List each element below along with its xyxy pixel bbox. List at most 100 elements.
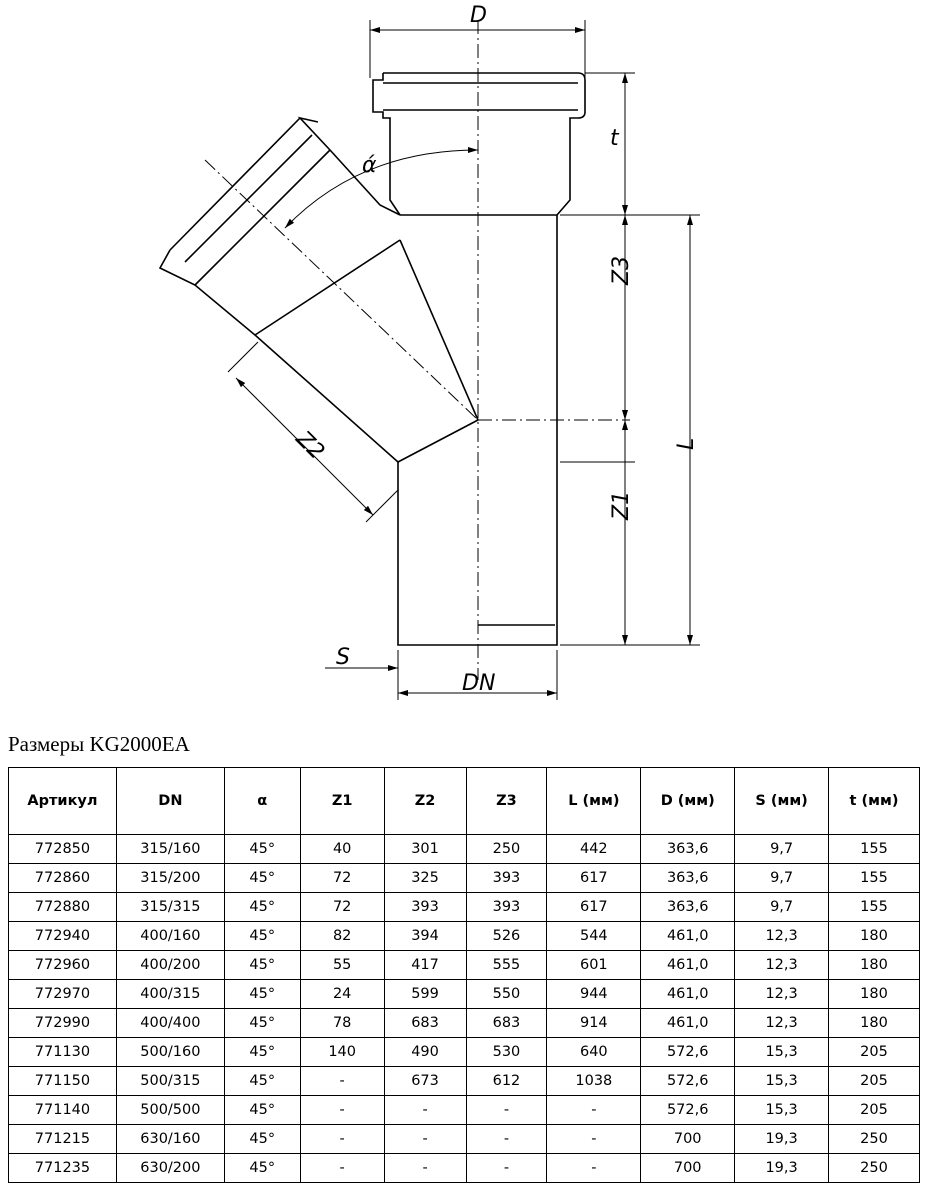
table-cell: 72	[299, 892, 385, 922]
table-cell: 9,7	[734, 892, 830, 922]
table-cell: 630/160	[115, 1124, 225, 1154]
table-cell: 599	[383, 979, 467, 1009]
table-cell: -	[299, 1153, 385, 1183]
table-cell: 45°	[223, 892, 301, 922]
table-cell: 442	[546, 834, 642, 864]
table-cell: 301	[383, 834, 467, 864]
column-header: Z3	[465, 767, 548, 835]
table-cell: 45°	[223, 1008, 301, 1038]
table-cell: 914	[546, 1008, 642, 1038]
table-cell: 205	[828, 1095, 920, 1125]
table-cell: 683	[465, 1008, 548, 1038]
column-header: D (мм)	[640, 767, 736, 835]
table-cell: 82	[299, 921, 385, 951]
table-cell: 205	[828, 1066, 920, 1096]
table-cell: -	[465, 1153, 548, 1183]
table-cell: 772990	[8, 1008, 117, 1038]
label-s: S	[336, 645, 350, 670]
table-cell: 45°	[223, 1153, 301, 1183]
table-cell: 45°	[223, 1095, 301, 1125]
column-header: Z2	[383, 767, 467, 835]
column-header: Z1	[299, 767, 385, 835]
table-title: Размеры KG2000EA	[8, 732, 190, 756]
table-cell: 45°	[223, 863, 301, 893]
table-cell: 400/400	[115, 1008, 225, 1038]
table-cell: 205	[828, 1037, 920, 1067]
table-cell: 400/315	[115, 979, 225, 1009]
table-cell: 500/500	[115, 1095, 225, 1125]
column-header: t (мм)	[828, 767, 920, 835]
table-cell: 944	[546, 979, 642, 1009]
table-cell: 500/315	[115, 1066, 225, 1096]
table-cell: 325	[383, 863, 467, 893]
table-cell: 12,3	[734, 921, 830, 951]
table-cell: 771150	[8, 1066, 117, 1096]
table-cell: 640	[546, 1037, 642, 1067]
table-cell: -	[465, 1124, 548, 1154]
table-cell: 601	[546, 950, 642, 980]
table-cell: 772850	[8, 834, 117, 864]
table-cell: 461,0	[640, 1008, 736, 1038]
column-header: α	[223, 767, 301, 835]
table-cell: 155	[828, 834, 920, 864]
table-cell: 40	[299, 834, 385, 864]
label-t: t	[610, 126, 620, 151]
table-cell: 617	[546, 863, 642, 893]
table-cell: 772960	[8, 950, 117, 980]
pipe-tee-drawing: D t Z3 L Z1 Z2 S DN ά	[158, 3, 700, 700]
table-cell: -	[299, 1124, 385, 1154]
table-cell: 461,0	[640, 921, 736, 951]
table-cell: 180	[828, 950, 920, 980]
table-cell: 12,3	[734, 950, 830, 980]
table-cell: 461,0	[640, 950, 736, 980]
table-cell: 250	[465, 834, 548, 864]
table-cell: 771235	[8, 1153, 117, 1183]
table-cell: 544	[546, 921, 642, 951]
table-cell: 140	[299, 1037, 385, 1067]
table-cell: 772860	[8, 863, 117, 893]
table-cell: 530	[465, 1037, 548, 1067]
label-d: D	[470, 3, 487, 28]
table-cell: 555	[465, 950, 548, 980]
table-cell: 12,3	[734, 979, 830, 1009]
label-z1: Z1	[609, 491, 634, 521]
table-cell: 683	[383, 1008, 467, 1038]
table-cell: 315/160	[115, 834, 225, 864]
label-z2: Z2	[290, 426, 329, 465]
table-cell: 9,7	[734, 834, 830, 864]
table-cell: 19,3	[734, 1124, 830, 1154]
table-cell: 315/315	[115, 892, 225, 922]
table-cell: 400/160	[115, 921, 225, 951]
table-cell: 393	[465, 892, 548, 922]
table-cell: 400/200	[115, 950, 225, 980]
table-cell: 363,6	[640, 863, 736, 893]
table-cell: 700	[640, 1124, 736, 1154]
table-cell: 45°	[223, 950, 301, 980]
column-header: S (мм)	[734, 767, 830, 835]
table-cell: 363,6	[640, 892, 736, 922]
table-cell: 617	[546, 892, 642, 922]
table-cell: -	[299, 1095, 385, 1125]
table-cell: -	[383, 1153, 467, 1183]
table-cell: 673	[383, 1066, 467, 1096]
table-cell: 393	[383, 892, 467, 922]
table-cell: 15,3	[734, 1095, 830, 1125]
table-cell: 72	[299, 863, 385, 893]
table-cell: 15,3	[734, 1066, 830, 1096]
table-cell: 417	[383, 950, 467, 980]
table-cell: 772940	[8, 921, 117, 951]
table-cell: -	[383, 1095, 467, 1125]
table-cell: 771130	[8, 1037, 117, 1067]
table-cell: -	[299, 1066, 385, 1096]
table-cell: 19,3	[734, 1153, 830, 1183]
table-cell: -	[546, 1095, 642, 1125]
table-cell: 772970	[8, 979, 117, 1009]
label-l: L	[674, 438, 699, 450]
column-header: Артикул	[8, 767, 117, 835]
table-cell: 771140	[8, 1095, 117, 1125]
